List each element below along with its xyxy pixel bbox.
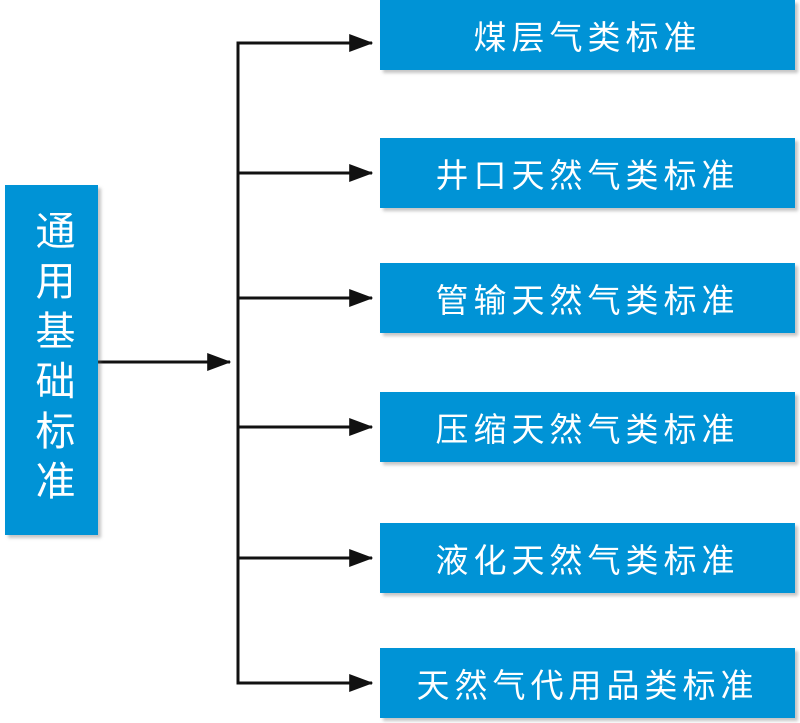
node-natural-gas-substitutes-standards: 天然气代用品类标准 [380, 648, 795, 718]
node-pipeline-natural-gas-standards: 管输天然气类标准 [380, 263, 795, 333]
node-wellhead-natural-gas-standards: 井口天然气类标准 [380, 138, 795, 208]
node-coalbed-methane-standards: 煤层气类标准 [380, 0, 795, 70]
node-general-basic-standards: 通用基础标准 [5, 185, 98, 535]
node-compressed-natural-gas-standards: 压缩天然气类标准 [380, 392, 795, 462]
node-liquefied-natural-gas-standards: 液化天然气类标准 [380, 523, 795, 593]
